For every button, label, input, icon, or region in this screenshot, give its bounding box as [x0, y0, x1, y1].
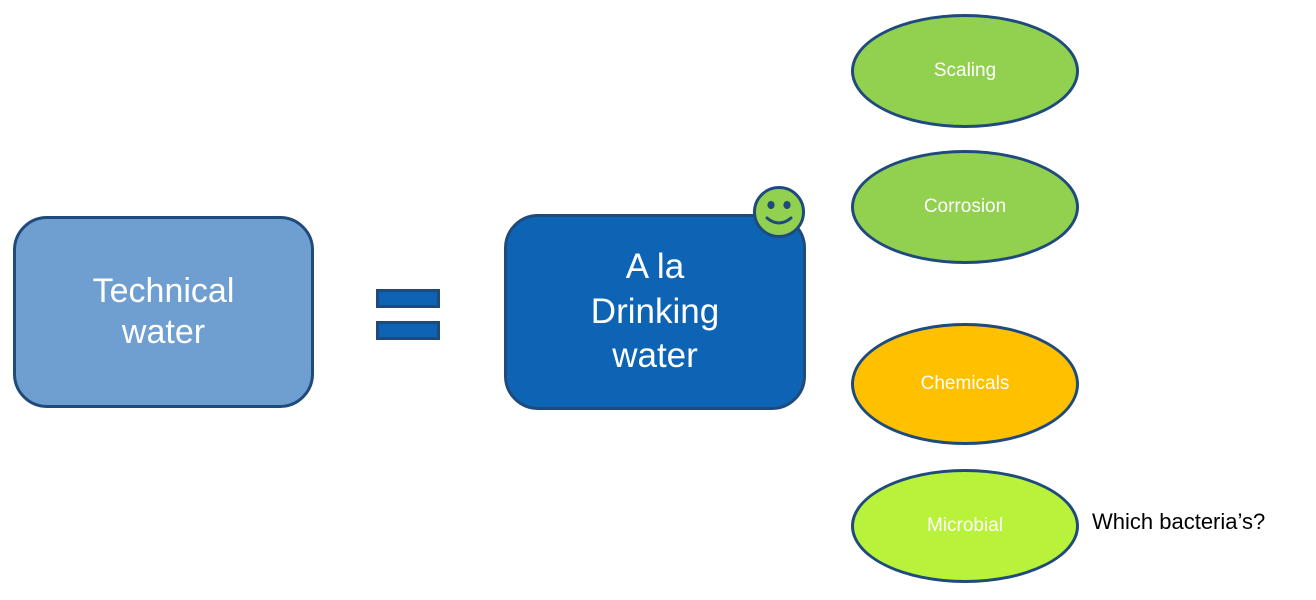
- equals-sign-top-bar: [376, 289, 440, 308]
- microbial-label: Microbial: [926, 515, 1004, 536]
- drinking-water-label-line1: A la: [625, 246, 685, 286]
- drinking-water-box: A la Drinking water: [504, 214, 806, 410]
- chemicals-ellipse: Chemicals: [851, 323, 1079, 445]
- drinking-water-label-line2: Drinking: [590, 291, 720, 331]
- microbial-ellipse: Microbial: [851, 469, 1079, 583]
- technical-water-label-line2: water: [121, 313, 206, 351]
- smiley-face-icon: [753, 186, 805, 238]
- corrosion-label: Corrosion: [923, 196, 1007, 217]
- equals-sign-bottom-bar: [376, 321, 440, 340]
- technical-water-box: Technical water: [13, 216, 314, 408]
- chemicals-label: Chemicals: [920, 373, 1010, 394]
- corrosion-ellipse: Corrosion: [851, 150, 1079, 264]
- drinking-water-label-line3: water: [612, 336, 698, 376]
- scaling-ellipse: Scaling: [851, 14, 1079, 128]
- bacteria-question-annotation: Which bacteria’s?: [1092, 509, 1266, 534]
- scaling-label: Scaling: [933, 60, 997, 81]
- technical-water-label-line1: Technical: [92, 272, 235, 311]
